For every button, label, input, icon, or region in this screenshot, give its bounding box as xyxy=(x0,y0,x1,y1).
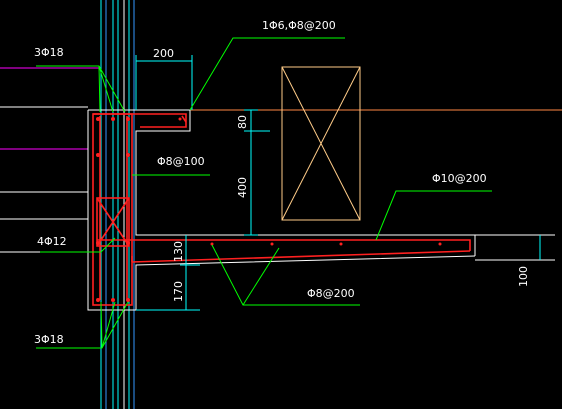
label-bars-bottom: 3Φ18 xyxy=(34,333,64,346)
void-box xyxy=(281,66,361,221)
dimensions xyxy=(135,55,541,311)
annotations: 3Φ18 1Φ6,Φ8@200 200 80 Φ8@100 400 Φ10@20… xyxy=(34,19,530,346)
label-bars-top: 3Φ18 xyxy=(34,46,64,59)
rebar-dots xyxy=(96,117,442,302)
label-slab-bot-bars: Φ8@200 xyxy=(307,287,355,300)
label-stirrup-beam: Φ8@100 xyxy=(157,155,205,168)
label-stirrup-top: 1Φ6,Φ8@200 xyxy=(262,19,336,32)
label-edge-dim: 100 xyxy=(517,266,530,287)
left-horizontal-lines xyxy=(0,67,100,253)
concrete-outline xyxy=(87,109,555,311)
rebar-cage xyxy=(92,113,471,306)
label-depth-dim: 400 xyxy=(236,177,249,198)
label-slab-thk-dim: 130 xyxy=(172,241,185,262)
leader-lines xyxy=(36,37,492,349)
label-ledge-dim: 170 xyxy=(172,281,185,302)
label-bars-mid: 4Φ12 xyxy=(37,235,67,248)
label-hook-dim: 80 xyxy=(236,115,249,129)
label-slab-top-bars: Φ10@200 xyxy=(432,172,487,185)
label-width-dim: 200 xyxy=(153,47,174,60)
